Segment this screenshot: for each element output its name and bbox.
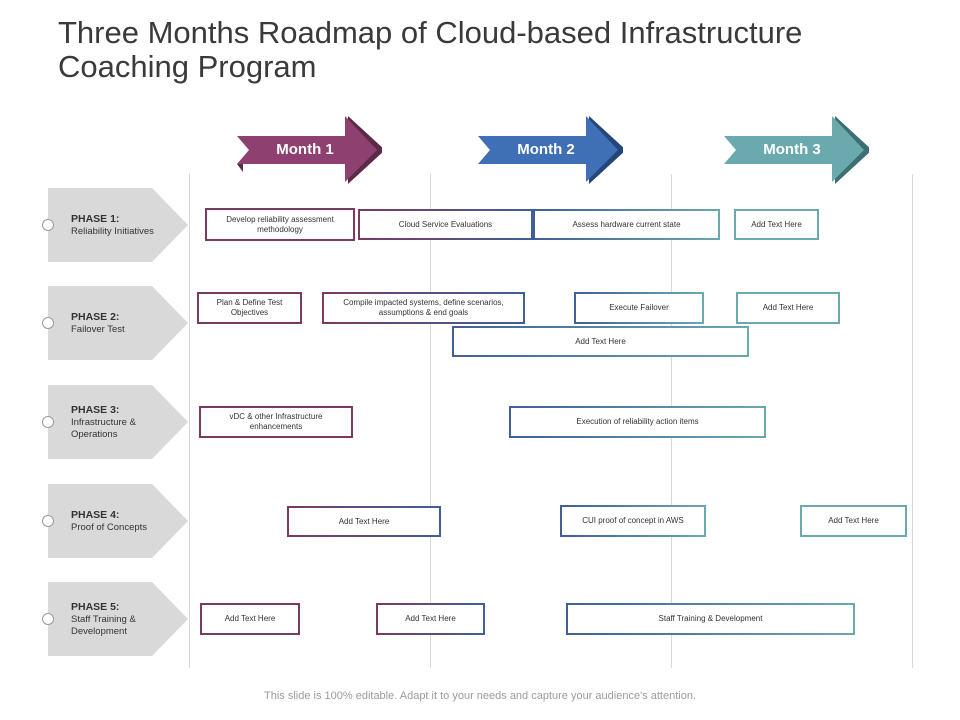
phase-3-title: PHASE 3: bbox=[71, 403, 120, 416]
page-title: Three Months Roadmap of Cloud-based Infr… bbox=[58, 16, 918, 84]
month-1-label: Month 1 bbox=[276, 141, 334, 158]
task-box: Add Text Here bbox=[736, 292, 840, 324]
task-box: Execution of reliability action items bbox=[509, 406, 766, 438]
phase-marker bbox=[42, 416, 54, 428]
phase-5-desc: Staff Training & Development bbox=[71, 613, 136, 637]
task-box: Develop reliability assessment methodolo… bbox=[205, 208, 355, 241]
phase-marker bbox=[42, 515, 54, 527]
phase-2-desc: Failover Test bbox=[71, 323, 125, 335]
phase-marker bbox=[42, 317, 54, 329]
phase-4-label: PHASE 4: Proof of Concepts bbox=[42, 484, 190, 558]
phase-5-label: PHASE 5: Staff Training & Development bbox=[42, 582, 190, 656]
timeline-divider bbox=[912, 174, 913, 668]
task-box: Add Text Here bbox=[734, 209, 819, 240]
task-box: Plan & Define Test Objectives bbox=[197, 292, 302, 324]
phase-1-label: PHASE 1: Reliability Initiatives bbox=[42, 188, 190, 262]
phase-1-desc: Reliability Initiatives bbox=[71, 225, 154, 237]
phase-2-title: PHASE 2: bbox=[71, 310, 120, 323]
task-box: Add Text Here bbox=[800, 505, 907, 537]
phase-4-title: PHASE 4: bbox=[71, 508, 120, 521]
title-line-2: Coaching Program bbox=[58, 49, 317, 84]
timeline-divider bbox=[430, 174, 431, 668]
title-line-1: Three Months Roadmap of Cloud-based Infr… bbox=[58, 15, 803, 50]
timeline-divider bbox=[189, 174, 190, 668]
task-box: Add Text Here bbox=[200, 603, 300, 635]
phase-4-desc: Proof of Concepts bbox=[71, 521, 148, 533]
footer-note: This slide is 100% editable. Adapt it to… bbox=[264, 690, 696, 702]
task-box: Cloud Service Evaluations bbox=[358, 209, 533, 240]
task-box: Add Text Here bbox=[287, 506, 441, 537]
month-1-arrow: Month 1 bbox=[237, 116, 382, 184]
task-box: Staff Training & Development bbox=[566, 603, 855, 635]
phase-1-title: PHASE 1: bbox=[71, 212, 120, 225]
month-2-label: Month 2 bbox=[517, 141, 575, 158]
task-box: vDC & other Infrastructure enhancements bbox=[199, 406, 353, 438]
task-box: Execute Failover bbox=[574, 292, 704, 324]
task-box: Assess hardware current state bbox=[533, 209, 720, 240]
task-box: Add Text Here bbox=[452, 326, 749, 357]
phase-marker bbox=[42, 613, 54, 625]
month-2-arrow: Month 2 bbox=[478, 116, 623, 184]
phase-5-title: PHASE 5: bbox=[71, 600, 120, 613]
phase-marker bbox=[42, 219, 54, 231]
month-3-arrow: Month 3 bbox=[724, 116, 869, 184]
phase-2-label: PHASE 2: Failover Test bbox=[42, 286, 190, 360]
task-box: Compile impacted systems, define scenari… bbox=[322, 292, 525, 324]
task-box: Add Text Here bbox=[376, 603, 485, 635]
phase-3-desc: Infrastructure & Operations bbox=[71, 416, 136, 440]
phase-3-label: PHASE 3: Infrastructure & Operations bbox=[42, 385, 190, 459]
month-3-label: Month 3 bbox=[763, 141, 821, 158]
task-box: CUI proof of concept in AWS bbox=[560, 505, 706, 537]
